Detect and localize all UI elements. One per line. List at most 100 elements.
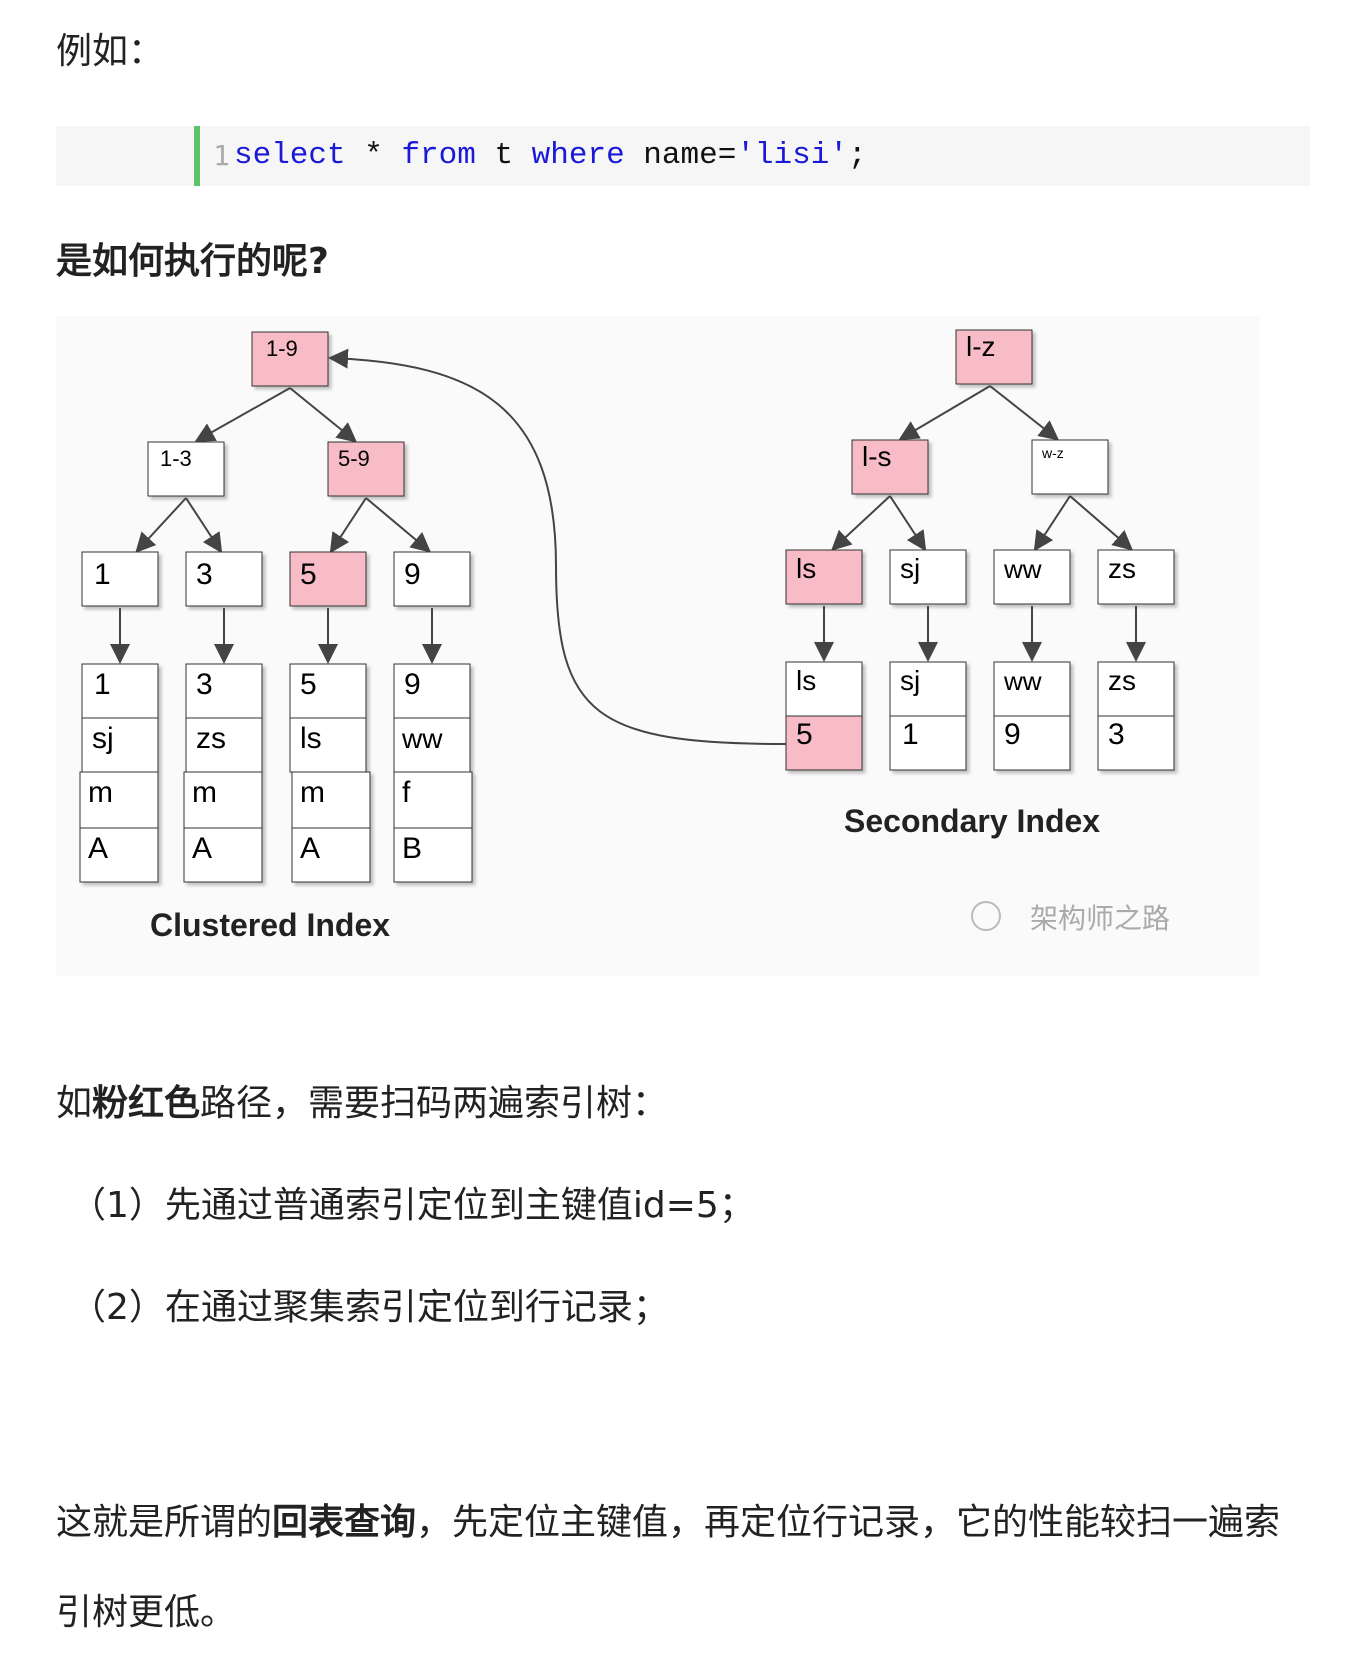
secondary-key-label: ls [796, 553, 816, 584]
row-cell: 1 [94, 668, 111, 701]
row-cell: B [402, 832, 422, 865]
arrow-sec-left-to-ls [831, 495, 891, 551]
code-keyword-where: where [531, 138, 625, 173]
clustered-key-node [393, 551, 471, 607]
secondary-leaf-record [993, 661, 1071, 771]
secondary-leaf-record [1097, 661, 1175, 771]
clustered-key-node [185, 551, 263, 607]
leaf-cell: 3 [1108, 718, 1125, 751]
arrow-root-to-left [194, 387, 291, 442]
secondary-left-node [851, 439, 929, 495]
leaf-cell: sj [900, 665, 920, 696]
code-line-number: 1 [213, 139, 230, 172]
clustered-key-label: 5 [300, 558, 317, 591]
secondary-right-label: w-z [1041, 445, 1064, 461]
secondary-right-node [1031, 439, 1109, 495]
arrow-sec-root-to-left [898, 385, 991, 441]
summary-bold: 回表查询 [272, 1502, 417, 1543]
code-line: select * from t where name='lisi'; [234, 126, 867, 186]
watermark-text: 架构师之路 [1030, 903, 1170, 934]
code-keyword-select: select [234, 138, 346, 173]
clustered-root-label: 1-9 [266, 336, 298, 361]
code-gutter-bar [194, 126, 200, 186]
row-cell: f [402, 776, 411, 809]
secondary-leaf-record [785, 661, 863, 771]
clustered-key-node [289, 551, 367, 607]
wechat-logo-icon [971, 901, 1001, 931]
code-block: 1 select * from t where name='lisi'; [56, 126, 1310, 186]
row-cell: 5 [300, 668, 317, 701]
clustered-left-label: 1-3 [160, 446, 192, 471]
code-keyword-from: from [401, 138, 476, 173]
secondary-key-node [889, 549, 967, 605]
code-table: t [475, 138, 532, 173]
watermark: 架构师之路 [971, 901, 1170, 934]
intro-text: 例如： [56, 31, 165, 72]
secondary-root-label: l-z [966, 331, 996, 362]
leaf-cell: ls [796, 665, 816, 696]
row-cell: A [192, 832, 212, 865]
secondary-index-tree: l-z l-s w-z ls sj ww zs [785, 329, 1175, 839]
secondary-index-label: Secondary Index [844, 803, 1100, 839]
clustered-key-node [81, 551, 159, 607]
leaf-cell: zs [1108, 665, 1136, 696]
pink-path-paragraph: 如粉红色路径，需要扫码两遍索引树： [56, 1078, 668, 1130]
code-star: * [345, 138, 402, 173]
row-cell: m [300, 776, 325, 809]
row-cell: sj [92, 722, 114, 755]
arrow-sec-right-to-zs [1069, 495, 1134, 551]
leaf-cell: 5 [796, 718, 813, 751]
clustered-row-record [289, 663, 371, 883]
row-cell: zs [196, 722, 226, 755]
summary-prefix: 这就是所谓的 [56, 1502, 273, 1543]
row-cell: 9 [404, 668, 421, 701]
clustered-row-record [79, 663, 159, 883]
secondary-key-label: ww [1003, 554, 1042, 584]
secondary-key-node [1097, 549, 1175, 605]
leaf-cell: 1 [902, 718, 919, 751]
leaf-cell: ww [1003, 666, 1042, 696]
clustered-index-label: Clustered Index [150, 907, 390, 943]
row-cell: ww [401, 723, 443, 754]
row-cell: A [300, 832, 320, 865]
arrow-left-to-3 [185, 497, 223, 554]
clustered-left-node [147, 441, 225, 497]
para1-bold: 粉红色 [92, 1083, 201, 1124]
clustered-key-label: 9 [404, 558, 421, 591]
summary-suffix: ，先定位主键值，再定位行记录，它的性能较扫一遍索引树更低。 [56, 1502, 1281, 1633]
row-cell: 3 [196, 668, 213, 701]
arrow-left-to-1 [135, 497, 187, 553]
secondary-key-label: zs [1108, 553, 1136, 584]
summary-paragraph: 这就是所谓的回表查询，先定位主键值，再定位行记录，它的性能较扫一遍索引树更低。 [56, 1478, 1312, 1658]
row-cell: A [88, 832, 108, 865]
clustered-row-record [183, 663, 263, 883]
clustered-root-node [251, 331, 329, 387]
code-column: name= [624, 138, 737, 173]
secondary-key-node [993, 549, 1071, 605]
step-2: （2）在通过聚集索引定位到行记录； [70, 1287, 669, 1328]
leaf-cell: 9 [1004, 718, 1021, 751]
para1-prefix: 如 [56, 1083, 93, 1124]
clustered-key-label: 3 [196, 558, 213, 591]
clustered-right-node [327, 441, 405, 497]
row-cell: m [88, 776, 113, 809]
para1-suffix: 路径，需要扫码两遍索引树： [200, 1083, 669, 1124]
arrow-sec-root-to-right [989, 385, 1060, 441]
secondary-key-node [785, 549, 863, 605]
row-cell: ls [300, 722, 322, 755]
row-cell: m [192, 776, 217, 809]
clustered-row-record [393, 663, 473, 883]
secondary-root-node [955, 329, 1033, 385]
question-heading: 是如何执行的呢? [56, 241, 329, 282]
secondary-left-label: l-s [862, 441, 892, 472]
index-diagram: 1-9 1-3 5-9 1 3 5 9 [56, 316, 1260, 1016]
arrow-right-to-9 [365, 497, 432, 553]
clustered-index-tree: 1-9 1-3 5-9 1 3 5 9 [79, 331, 473, 943]
arrow-right-to-5 [329, 497, 367, 554]
arrow-sec-right-to-ww [1033, 495, 1071, 552]
code-string-literal: 'lisi' [736, 138, 848, 173]
step-1: （1）先通过普通索引定位到主键值id=5； [70, 1185, 755, 1226]
secondary-leaf-record [889, 661, 967, 771]
lookup-back-arrow [328, 348, 787, 745]
clustered-right-label: 5-9 [338, 446, 370, 471]
